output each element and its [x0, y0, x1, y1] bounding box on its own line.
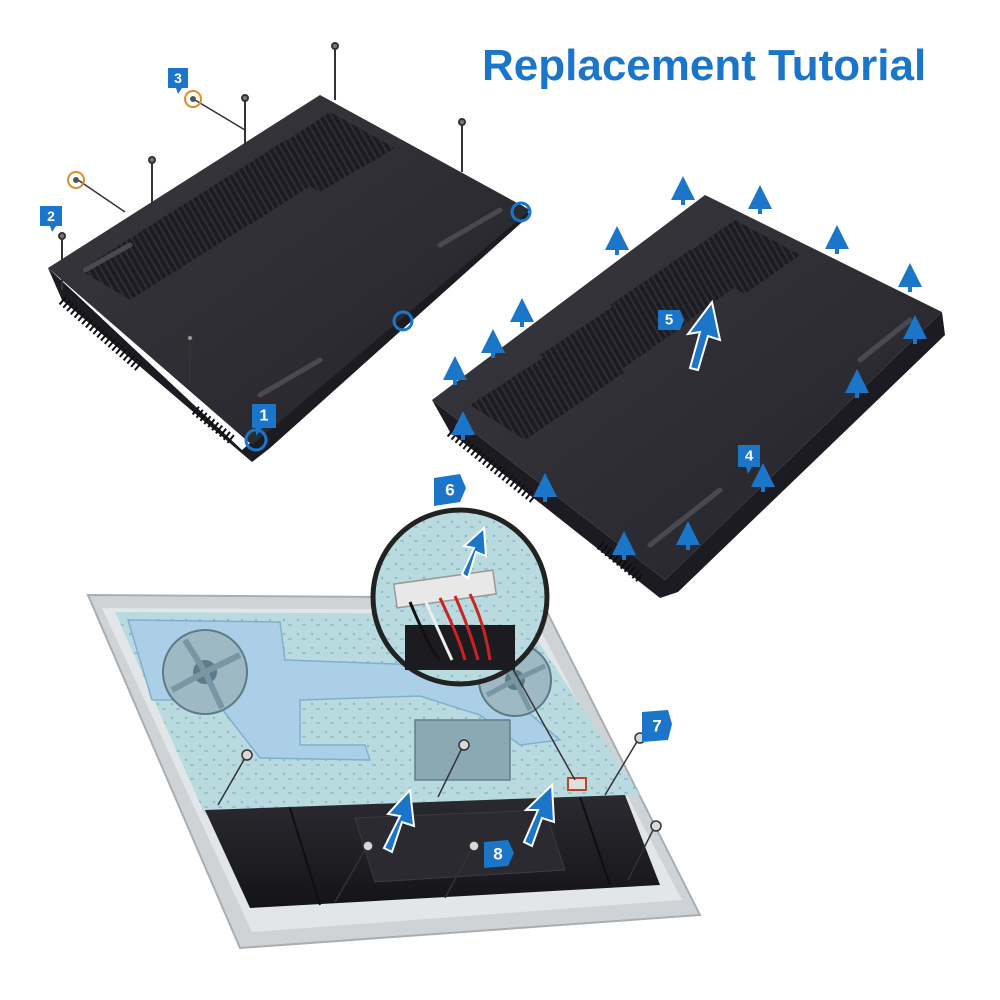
step-badge-2: 2 [40, 206, 62, 232]
side-vent [58, 296, 144, 372]
panel-lift-base-cover: 5 4 [432, 176, 945, 598]
battery-connector-icon [567, 777, 587, 791]
battery-seam [579, 796, 611, 886]
callout-line [504, 654, 576, 781]
step-label: 1 [260, 408, 269, 425]
fan-icon [162, 629, 248, 715]
step-badge-8: 8 [484, 840, 514, 868]
connector-zoom [370, 507, 550, 687]
rubber-foot [257, 357, 323, 398]
panel-remove-battery: 6 7 8 [86, 474, 702, 950]
page-title: Replacement Tutorial [482, 41, 927, 90]
step-label: 5 [665, 312, 673, 329]
battery-label [354, 809, 566, 883]
rubber-foot [437, 207, 503, 248]
panel-remove-screws: 1 2 3 [40, 42, 532, 462]
lift-arrow-icon [685, 299, 722, 372]
rubber-foot [647, 487, 723, 548]
laptop-base-cover [432, 195, 942, 580]
lift-arrow-icon [522, 782, 556, 848]
laptop-base-cover [48, 95, 530, 445]
step-label: 4 [745, 448, 754, 465]
battery-seam [289, 807, 321, 906]
side-vent [446, 428, 539, 504]
step-badge-3: 3 [168, 68, 188, 94]
captive-screw-marker [510, 201, 532, 223]
step-badge-4: 4 [738, 445, 760, 474]
rubber-foot [82, 242, 133, 273]
step-label: 7 [652, 717, 661, 736]
vent-grille [680, 220, 800, 294]
battery-cable [408, 593, 492, 662]
up-arrow-icon [443, 176, 927, 560]
lift-arrow-icon [382, 787, 416, 854]
lift-arrow-icon [460, 525, 488, 580]
step-label: 3 [174, 70, 182, 86]
step-badge-6: 6 [434, 474, 466, 506]
screw-icon [58, 42, 466, 385]
screw-icon-circled [67, 90, 246, 213]
side-vent [596, 541, 644, 582]
step-label: 8 [493, 845, 502, 864]
vent-grille [260, 112, 395, 192]
step-badge-1: 1 [252, 404, 276, 436]
step-label: 2 [47, 208, 55, 224]
step-badge-5: 5 [658, 310, 684, 330]
step-label: 6 [445, 481, 454, 500]
step-badge-7: 7 [642, 710, 672, 742]
rubber-foot [857, 317, 913, 363]
captive-screw-marker [392, 310, 414, 332]
